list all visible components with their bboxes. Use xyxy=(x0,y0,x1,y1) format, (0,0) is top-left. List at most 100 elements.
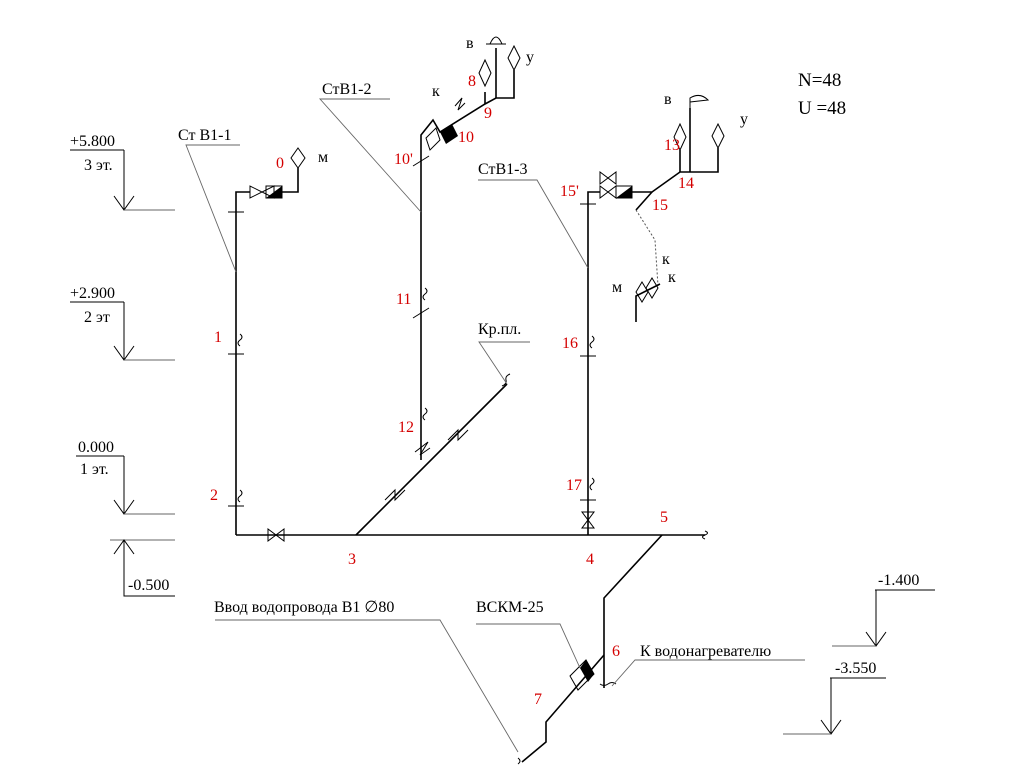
fixture-v-st3: в xyxy=(664,91,672,108)
valve-icon xyxy=(454,97,466,111)
riser-3-lower-branch xyxy=(635,191,653,211)
leader-meter xyxy=(476,623,581,669)
riser-2-top-branch xyxy=(420,70,515,148)
faucet-icon xyxy=(645,277,659,299)
node-10-prime: 10' xyxy=(394,151,413,168)
node-10: 10 xyxy=(458,129,474,146)
node-2: 2 xyxy=(210,487,218,504)
main-valve-icon xyxy=(267,528,285,542)
level-arrow xyxy=(113,150,135,211)
riser-3-label: СтВ1-3 xyxy=(478,161,527,178)
pipe-mark xyxy=(589,335,595,349)
inlet-label: Ввод водопровода В1 ∅80 xyxy=(214,599,394,616)
level-basement: -0.500 xyxy=(128,577,169,594)
level-1-elev: 0.000 xyxy=(78,439,114,456)
inlet-vertical-pipe xyxy=(603,534,663,688)
node-15-prime: 15' xyxy=(560,183,579,200)
riser-3-valve-icon xyxy=(581,511,595,529)
leader-lines xyxy=(185,98,805,753)
riser-2-label: СтВ1-2 xyxy=(322,81,371,98)
node-6: 6 xyxy=(612,643,620,660)
level-3-name: 3 эт. xyxy=(84,157,113,174)
faucet-icon xyxy=(507,44,521,72)
pipe-mark xyxy=(589,477,595,491)
level-lower-right: -3.550 xyxy=(835,660,876,677)
node-3: 3 xyxy=(348,551,356,568)
faucet-icon xyxy=(635,281,649,303)
node-4: 4 xyxy=(586,551,594,568)
level-arrow xyxy=(113,456,135,515)
heater-label: К водонагревателю xyxy=(640,643,771,660)
fixture-u-st2: у xyxy=(526,49,534,66)
faucet-icon xyxy=(290,147,306,169)
check-valve-icon xyxy=(384,488,406,502)
node-5: 5 xyxy=(660,509,668,526)
pipe-mark xyxy=(237,489,243,503)
node-8: 8 xyxy=(468,73,476,90)
level-arrow xyxy=(113,302,135,361)
fixture-m-st1: м xyxy=(318,149,328,166)
fixture-k2-st3: к xyxy=(668,269,676,286)
node-7: 7 xyxy=(534,691,542,708)
node-15: 15 xyxy=(652,197,668,214)
level-1-name: 1 эт. xyxy=(80,461,109,478)
node-17: 17 xyxy=(566,477,582,494)
level-arrow-up xyxy=(113,539,175,597)
leader-st2 xyxy=(318,98,422,213)
summary-u: U =48 xyxy=(798,98,846,119)
node-16: 16 xyxy=(562,335,578,352)
pipe-mark xyxy=(237,333,243,347)
valve-icon xyxy=(414,441,431,456)
main-pipes xyxy=(235,48,719,763)
level-2-elev: +2.900 xyxy=(70,285,115,302)
node-12: 12 xyxy=(398,419,414,436)
node-11: 11 xyxy=(396,291,411,308)
faucet-icon xyxy=(673,122,687,152)
riser-1-fixture-branch xyxy=(282,168,299,193)
fittings xyxy=(249,36,725,691)
shower-icon xyxy=(689,94,710,108)
riser-2-meter-icon xyxy=(425,124,458,151)
diagonal-branch-pipe xyxy=(355,383,508,536)
riser-3-hidden-line xyxy=(635,209,659,287)
node-14: 14 xyxy=(678,175,694,192)
meter-icon-fill xyxy=(266,186,282,198)
riser-3-top-valve-icon xyxy=(599,171,617,199)
level-upper-right: -1.400 xyxy=(878,572,919,589)
kr-pl-label: Кр.пл. xyxy=(478,321,521,338)
pipe-end-mark xyxy=(501,373,511,387)
riser-1-label: Ст В1-1 xyxy=(178,127,231,144)
node-1: 1 xyxy=(214,329,222,346)
pipe-mark xyxy=(412,307,430,319)
level-3-elev: +5.800 xyxy=(70,133,115,150)
level-arrow xyxy=(820,678,842,735)
fixture-m-st3: м xyxy=(612,279,622,296)
fixture-u-st3: у xyxy=(740,111,748,128)
pipe-mark xyxy=(422,407,428,421)
pipe-mark xyxy=(412,155,430,167)
riser-3-top-branch xyxy=(632,148,719,193)
shower-icon xyxy=(489,36,503,45)
pipe-mark xyxy=(422,287,428,301)
water-meter-vskm-icon xyxy=(569,659,595,691)
node-9: 9 xyxy=(484,105,492,122)
check-valve-icon xyxy=(447,428,469,442)
pipe-end-mark xyxy=(517,757,521,765)
leader-st1 xyxy=(185,144,240,273)
riser-1-pipe xyxy=(235,191,250,535)
faucet-icon xyxy=(711,122,725,150)
summary-n: N=48 xyxy=(798,70,841,91)
riser-3-pipe xyxy=(587,191,600,535)
leader-heater xyxy=(611,659,805,687)
pipe-end-mark xyxy=(702,530,708,540)
leader-inlet xyxy=(215,619,519,753)
leader-st3 xyxy=(478,179,589,269)
pipe-marks xyxy=(228,155,708,765)
inlet-diagonal-pipe xyxy=(521,654,605,763)
node-0: 0 xyxy=(276,155,284,172)
node-13: 13 xyxy=(664,137,680,154)
pipe-end-mark xyxy=(599,682,617,686)
level-2-name: 2 эт xyxy=(84,309,110,326)
